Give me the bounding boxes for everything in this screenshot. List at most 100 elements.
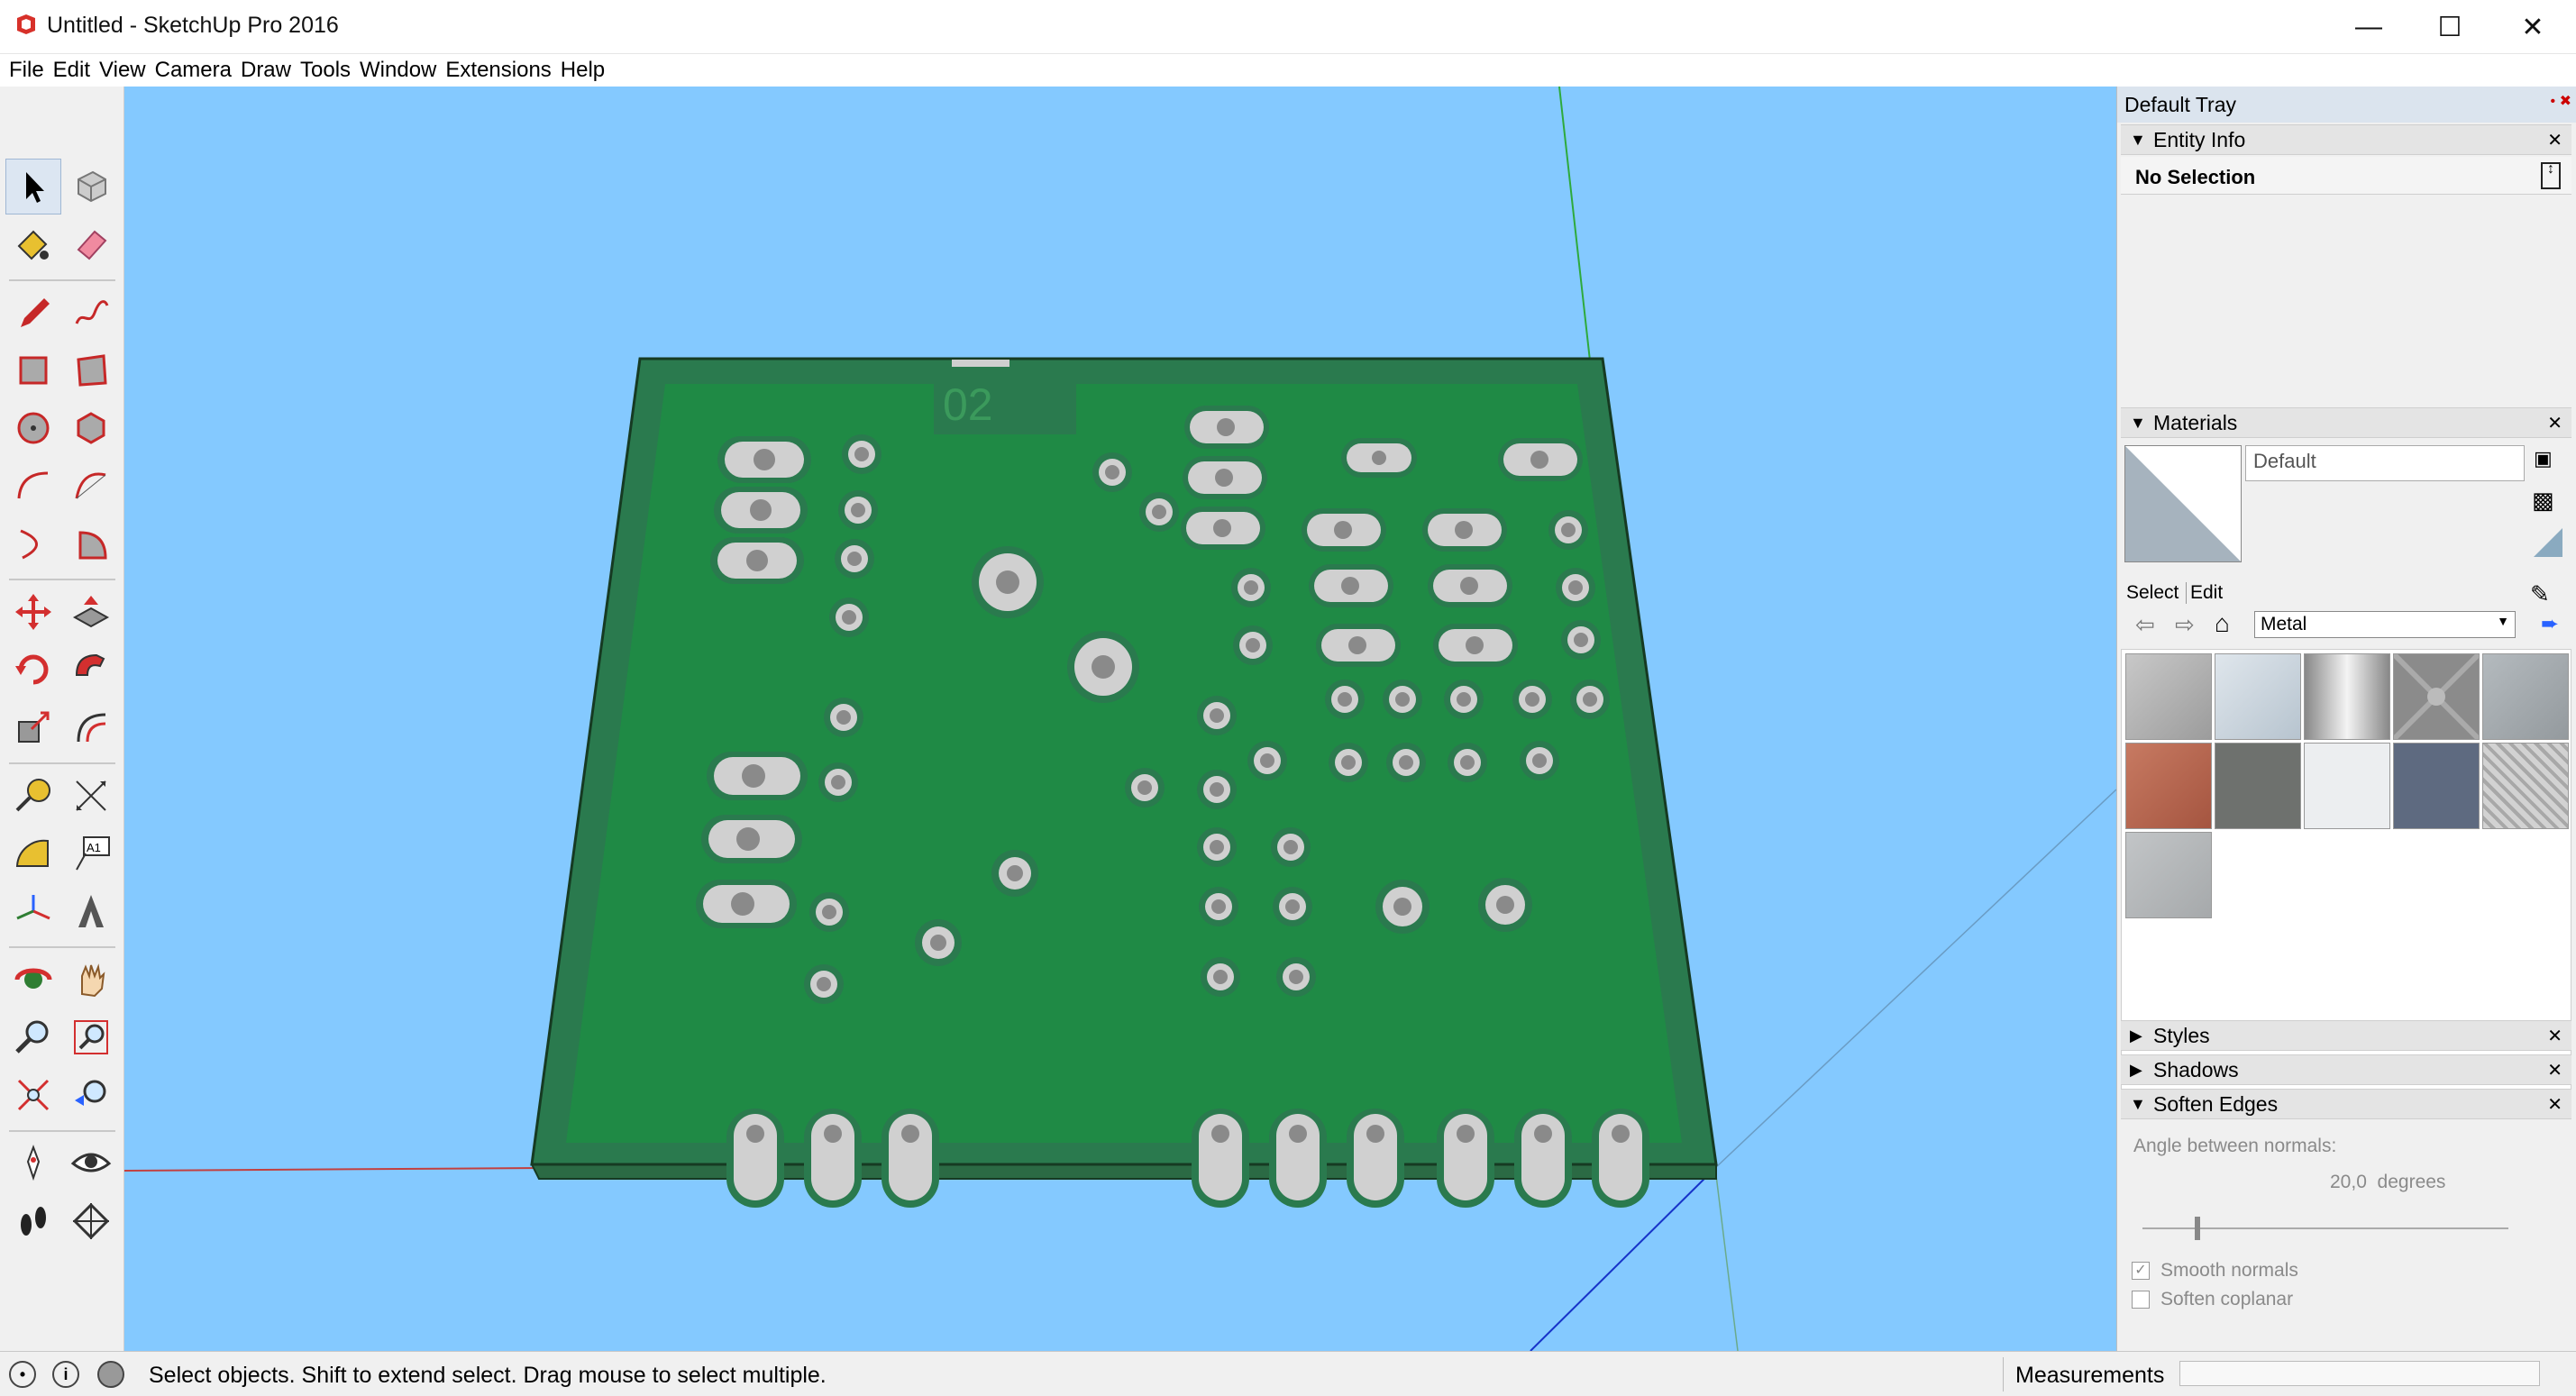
angle-slider-thumb[interactable] xyxy=(2195,1217,2200,1240)
tab-select[interactable]: Select xyxy=(2126,582,2179,603)
user-account-icon[interactable] xyxy=(97,1361,124,1388)
two-point-arc-icon[interactable] xyxy=(63,458,119,514)
measurements-input[interactable] xyxy=(2179,1361,2540,1386)
look-around-icon[interactable] xyxy=(63,1136,119,1191)
close-icon[interactable]: ✕ xyxy=(2547,1095,2562,1115)
menu-tools[interactable]: Tools xyxy=(300,58,352,82)
credits-icon[interactable]: i xyxy=(52,1361,79,1388)
position-camera-icon[interactable] xyxy=(5,1136,61,1191)
previous-view-icon[interactable] xyxy=(63,1067,119,1123)
maximize-icon[interactable]: ☐ xyxy=(2437,12,2462,42)
menu-edit[interactable]: Edit xyxy=(52,58,91,82)
section-plane-icon[interactable] xyxy=(63,1193,119,1249)
angle-value: 20,0 degrees xyxy=(2330,1172,2446,1192)
offset-icon[interactable] xyxy=(63,699,119,755)
push-pull-icon[interactable] xyxy=(63,584,119,640)
angle-slider-track[interactable] xyxy=(2142,1227,2508,1229)
select-icon[interactable] xyxy=(5,159,61,214)
scale-icon[interactable] xyxy=(5,699,61,755)
three-point-arc-icon[interactable] xyxy=(5,516,61,571)
chevron-down-icon: ▼ xyxy=(2497,614,2509,628)
menu-camera[interactable]: Camera xyxy=(154,58,232,82)
close-icon[interactable]: ✕ xyxy=(2547,1061,2562,1081)
text-icon[interactable]: A1 xyxy=(63,826,119,881)
menu-window[interactable]: Window xyxy=(360,58,437,82)
metal-swatch-4[interactable] xyxy=(2391,652,2481,742)
make-component-icon[interactable] xyxy=(63,159,119,214)
close-icon[interactable]: ✕ xyxy=(2547,131,2562,151)
freehand-icon[interactable] xyxy=(63,285,119,341)
metal-swatch-1[interactable] xyxy=(2125,653,2212,740)
smooth-normals-checkbox[interactable]: ✓ xyxy=(2132,1262,2150,1280)
pan-icon[interactable] xyxy=(63,952,119,1008)
sample-paint-icon[interactable]: ▩ xyxy=(2532,487,2554,514)
rotate-icon[interactable] xyxy=(5,642,61,698)
sketchup-logo-icon xyxy=(17,14,35,34)
metal-swatch-7[interactable] xyxy=(2215,743,2301,829)
circle-icon[interactable] xyxy=(5,400,61,456)
close-icon[interactable]: ✕ xyxy=(2547,1026,2562,1046)
angle-label: Angle between normals: xyxy=(2133,1136,2337,1156)
home-icon[interactable]: ⌂ xyxy=(2215,609,2230,637)
geo-location-icon[interactable]: • xyxy=(9,1361,36,1388)
3d-text-icon[interactable] xyxy=(63,883,119,939)
zoom-window-icon[interactable] xyxy=(63,1009,119,1065)
measurements-label: Measurements xyxy=(2015,1363,2165,1388)
metal-swatch-2[interactable] xyxy=(2215,653,2301,740)
create-material-icon[interactable]: ▣ xyxy=(2534,447,2553,470)
metal-swatch-8[interactable] xyxy=(2304,743,2390,829)
styles-panel-header[interactable]: ▶ Styles ✕ xyxy=(2121,1020,2571,1051)
close-icon[interactable]: ✕ xyxy=(2547,414,2562,433)
eyedropper-icon[interactable]: ✎ xyxy=(2530,580,2550,607)
move-icon[interactable] xyxy=(5,584,61,640)
paint-bucket-icon[interactable] xyxy=(5,216,61,272)
eraser-icon[interactable] xyxy=(63,216,119,272)
axes-icon[interactable] xyxy=(5,883,61,939)
back-arrow-icon[interactable]: ⇦ xyxy=(2135,611,2155,638)
metal-swatch-5[interactable] xyxy=(2482,653,2569,740)
dimension-icon[interactable] xyxy=(63,768,119,824)
shadows-title: Shadows xyxy=(2153,1057,2239,1081)
pencil-icon[interactable] xyxy=(5,285,61,341)
menu-file[interactable]: File xyxy=(9,58,44,82)
tab-edit[interactable]: Edit xyxy=(2186,582,2223,604)
green-axis xyxy=(1558,87,1594,394)
pin-icon[interactable]: • ✖ xyxy=(2550,94,2571,109)
soften-coplanar-checkbox[interactable] xyxy=(2132,1291,2150,1309)
model-viewport[interactable]: 02 xyxy=(124,87,2116,1351)
collapse-triangle-icon: ▼ xyxy=(2130,1094,2146,1113)
display-secondary-icon[interactable] xyxy=(2530,525,2566,561)
material-name-field[interactable]: Default xyxy=(2245,445,2525,481)
polygon-icon[interactable] xyxy=(63,400,119,456)
walk-icon[interactable] xyxy=(5,1193,61,1249)
metal-swatch-6[interactable] xyxy=(2125,743,2212,829)
materials-panel-header[interactable]: ▼ Materials ✕ xyxy=(2121,407,2571,438)
metal-swatch-10[interactable] xyxy=(2482,743,2569,829)
metal-swatch-3[interactable] xyxy=(2304,653,2390,740)
menu-view[interactable]: View xyxy=(99,58,146,82)
library-dropdown[interactable]: Metal ▼ xyxy=(2254,611,2516,638)
tape-measure-icon[interactable] xyxy=(5,768,61,824)
pie-icon[interactable] xyxy=(63,516,119,571)
protractor-icon[interactable] xyxy=(5,826,61,881)
forward-arrow-icon[interactable]: ⇨ xyxy=(2175,611,2195,638)
menu-extensions[interactable]: Extensions xyxy=(445,58,552,82)
close-icon[interactable]: ✕ xyxy=(2521,12,2544,42)
expand-details-icon[interactable]: ↕ xyxy=(2541,162,2561,189)
soften-edges-panel-header[interactable]: ▼ Soften Edges ✕ xyxy=(2121,1089,2571,1119)
metal-swatch-11[interactable] xyxy=(2125,832,2212,918)
orbit-icon[interactable] xyxy=(5,952,61,1008)
entity-info-panel-header[interactable]: ▼ Entity Info ✕ xyxy=(2121,124,2571,155)
minimize-icon[interactable]: — xyxy=(2355,12,2382,41)
rectangle-icon[interactable] xyxy=(5,342,61,398)
follow-me-icon[interactable] xyxy=(63,642,119,698)
menu-draw[interactable]: Draw xyxy=(240,58,291,82)
arc-icon[interactable] xyxy=(5,458,61,514)
rotated-rectangle-icon[interactable] xyxy=(63,342,119,398)
shadows-panel-header[interactable]: ▶ Shadows ✕ xyxy=(2121,1054,2571,1085)
zoom-icon[interactable] xyxy=(5,1009,61,1065)
zoom-extents-icon[interactable] xyxy=(5,1067,61,1123)
menu-help[interactable]: Help xyxy=(560,58,606,82)
metal-swatch-9[interactable] xyxy=(2393,743,2480,829)
details-arrow-icon[interactable]: ➨ xyxy=(2541,612,2560,636)
